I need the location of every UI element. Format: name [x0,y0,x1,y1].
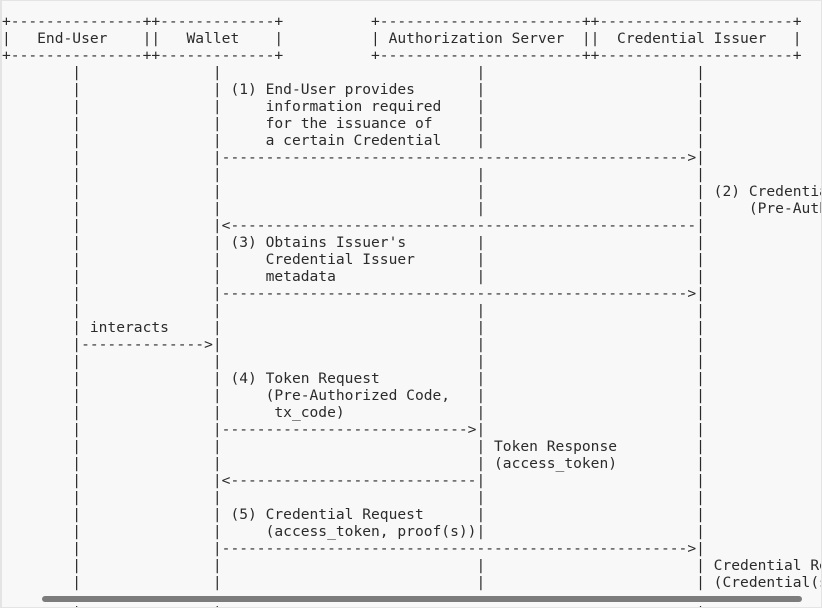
horizontal-scrollbar-track[interactable] [4,592,820,606]
horizontal-scrollbar-thumb[interactable] [42,596,802,602]
ascii-sequence-diagram: +---------------++-------------+ +------… [2,13,821,607]
horizontal-scrollbar[interactable] [4,592,820,606]
